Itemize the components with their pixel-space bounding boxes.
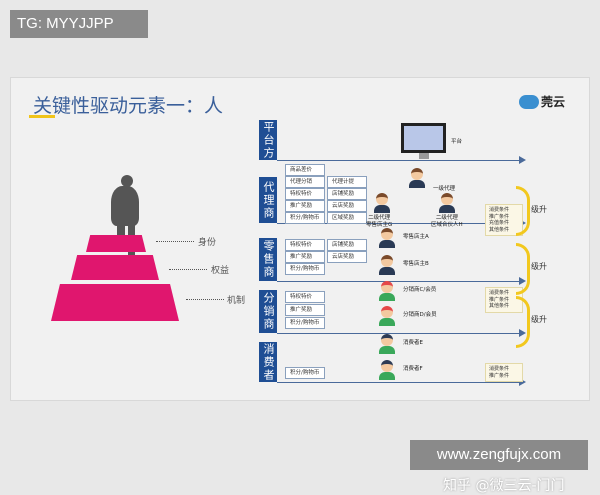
benefit-box: 代理分销 xyxy=(285,176,325,188)
condition-item: 推广条件 xyxy=(489,296,510,303)
upgrade-arrow-icon xyxy=(516,186,530,236)
person-body xyxy=(374,205,390,213)
upgrade-label: 级升 xyxy=(531,262,547,271)
upgrade-label: 级升 xyxy=(531,205,547,214)
runner-icon xyxy=(111,186,139,226)
person-name: 二级代理 区域合伙人H xyxy=(431,215,463,228)
pointer-line xyxy=(169,269,207,270)
pyramid-step-bottom xyxy=(51,284,179,321)
person-avatar-icon xyxy=(381,255,393,267)
benefit-box: 积分/购物币 xyxy=(285,263,325,275)
person-avatar-icon xyxy=(411,168,423,180)
condition-item: 推广条件 xyxy=(489,213,510,220)
person-avatar-icon xyxy=(381,281,393,293)
benefit-box: 积分/购物币 xyxy=(285,317,325,329)
benefit-box: 云店奖励 xyxy=(327,200,367,212)
pyramid-label: 身份 xyxy=(198,238,217,248)
timeline-line xyxy=(277,382,520,383)
benefit-box: 店铺奖励 xyxy=(327,239,367,251)
person-body xyxy=(379,372,395,380)
upgrade-label: 级升 xyxy=(531,315,547,324)
upgrade-arrow-icon xyxy=(516,243,530,295)
logo-text: 莞云 xyxy=(541,95,566,109)
condition-item: 推广条件 xyxy=(489,372,510,379)
benefit-box: 积分/购物币 xyxy=(285,367,325,379)
benefit-box: 特权特价 xyxy=(285,291,325,303)
benefit-box: 店铺奖励 xyxy=(327,188,367,200)
arrow-right-icon xyxy=(519,156,526,164)
benefit-box: 推广奖励 xyxy=(285,200,325,212)
person-name: 消费者F xyxy=(403,366,423,372)
person-name: 消费者E xyxy=(403,340,423,346)
person-name: 零售店主A xyxy=(403,234,429,240)
condition-item: 其他条件 xyxy=(489,226,510,233)
tag-label: TG: MYYJJPP xyxy=(10,10,148,38)
person-avatar-icon xyxy=(381,306,393,318)
row-label-3: 零售商 xyxy=(259,238,277,281)
person-name: 一级代理 xyxy=(433,186,456,192)
cloud-icon xyxy=(519,94,539,109)
person-body xyxy=(379,346,395,354)
benefit-box: 代理计提 xyxy=(327,176,367,188)
runner-head xyxy=(121,175,133,187)
benefit-box: 推广奖励 xyxy=(285,251,325,263)
slide-title: 关键性驱动元素一：人 xyxy=(33,95,224,117)
benefit-box: 区域奖励 xyxy=(327,212,367,224)
logo: 莞云 xyxy=(519,93,565,110)
timeline-line xyxy=(277,160,520,161)
timeline-line xyxy=(277,281,520,282)
monitor-icon xyxy=(401,123,446,153)
person-avatar-icon xyxy=(381,334,393,346)
person-avatar-icon xyxy=(381,228,393,240)
condition-item: 充值条件 xyxy=(489,220,510,226)
benefit-box: 特权特价 xyxy=(285,188,325,200)
person-body xyxy=(379,240,395,248)
person-name: 分销商C/会员 xyxy=(403,287,437,293)
pointer-line xyxy=(156,241,194,242)
benefit-box: 特权特价 xyxy=(285,239,325,251)
condition-item: 消费条件 xyxy=(489,207,510,213)
row-label-1: 平台方 xyxy=(259,120,277,160)
person-body xyxy=(439,205,455,213)
benefit-box: 商品差价 xyxy=(285,164,325,176)
benefit-box: 积分/购物币 xyxy=(285,212,325,224)
person-name: 二级代理 零售店主G xyxy=(366,215,393,228)
site-label: www.zengfujx.com xyxy=(410,440,588,470)
pyramid-label: 权益 xyxy=(211,266,230,276)
person-name: 分销商D/会员 xyxy=(403,312,437,318)
person-avatar-icon xyxy=(441,193,453,205)
timeline-line xyxy=(277,333,520,334)
person-name: 零售店主B xyxy=(403,261,429,267)
person-avatar-icon xyxy=(381,360,393,372)
row-label-4: 分销商 xyxy=(259,290,277,333)
arrow-right-icon xyxy=(519,378,526,386)
pyramid-label: 机制 xyxy=(227,296,246,306)
person-avatar-icon xyxy=(376,193,388,205)
upgrade-conditions-box: 消费条件推广条件 xyxy=(485,363,523,382)
pyramid-step-middle xyxy=(71,255,159,280)
condition-item: 消费条件 xyxy=(489,290,510,296)
person-body xyxy=(409,180,425,188)
monitor-stand xyxy=(419,153,429,159)
person-body xyxy=(379,318,395,326)
watermark: 知乎 @微三云-门门 xyxy=(443,478,565,494)
condition-item: 其他条件 xyxy=(489,303,510,309)
row-label-5: 消费者 xyxy=(259,342,277,382)
person-name: 平台 xyxy=(451,139,463,145)
benefit-box: 推广奖励 xyxy=(285,304,325,316)
benefit-box: 云店奖励 xyxy=(327,251,367,263)
condition-item: 消费条件 xyxy=(489,366,510,372)
person-body xyxy=(379,267,395,275)
timeline-line xyxy=(277,223,520,224)
pyramid-step-top xyxy=(86,235,146,252)
person-body xyxy=(379,293,395,301)
upgrade-arrow-icon xyxy=(516,296,530,348)
title-underline xyxy=(29,115,55,118)
slide: 关键性驱动元素一：人 莞云 身份 权益 机制 平台方 平台代理商商品差价代理分销代… xyxy=(10,77,590,494)
pointer-line xyxy=(186,299,224,300)
row-label-2: 代理商 xyxy=(259,177,277,223)
